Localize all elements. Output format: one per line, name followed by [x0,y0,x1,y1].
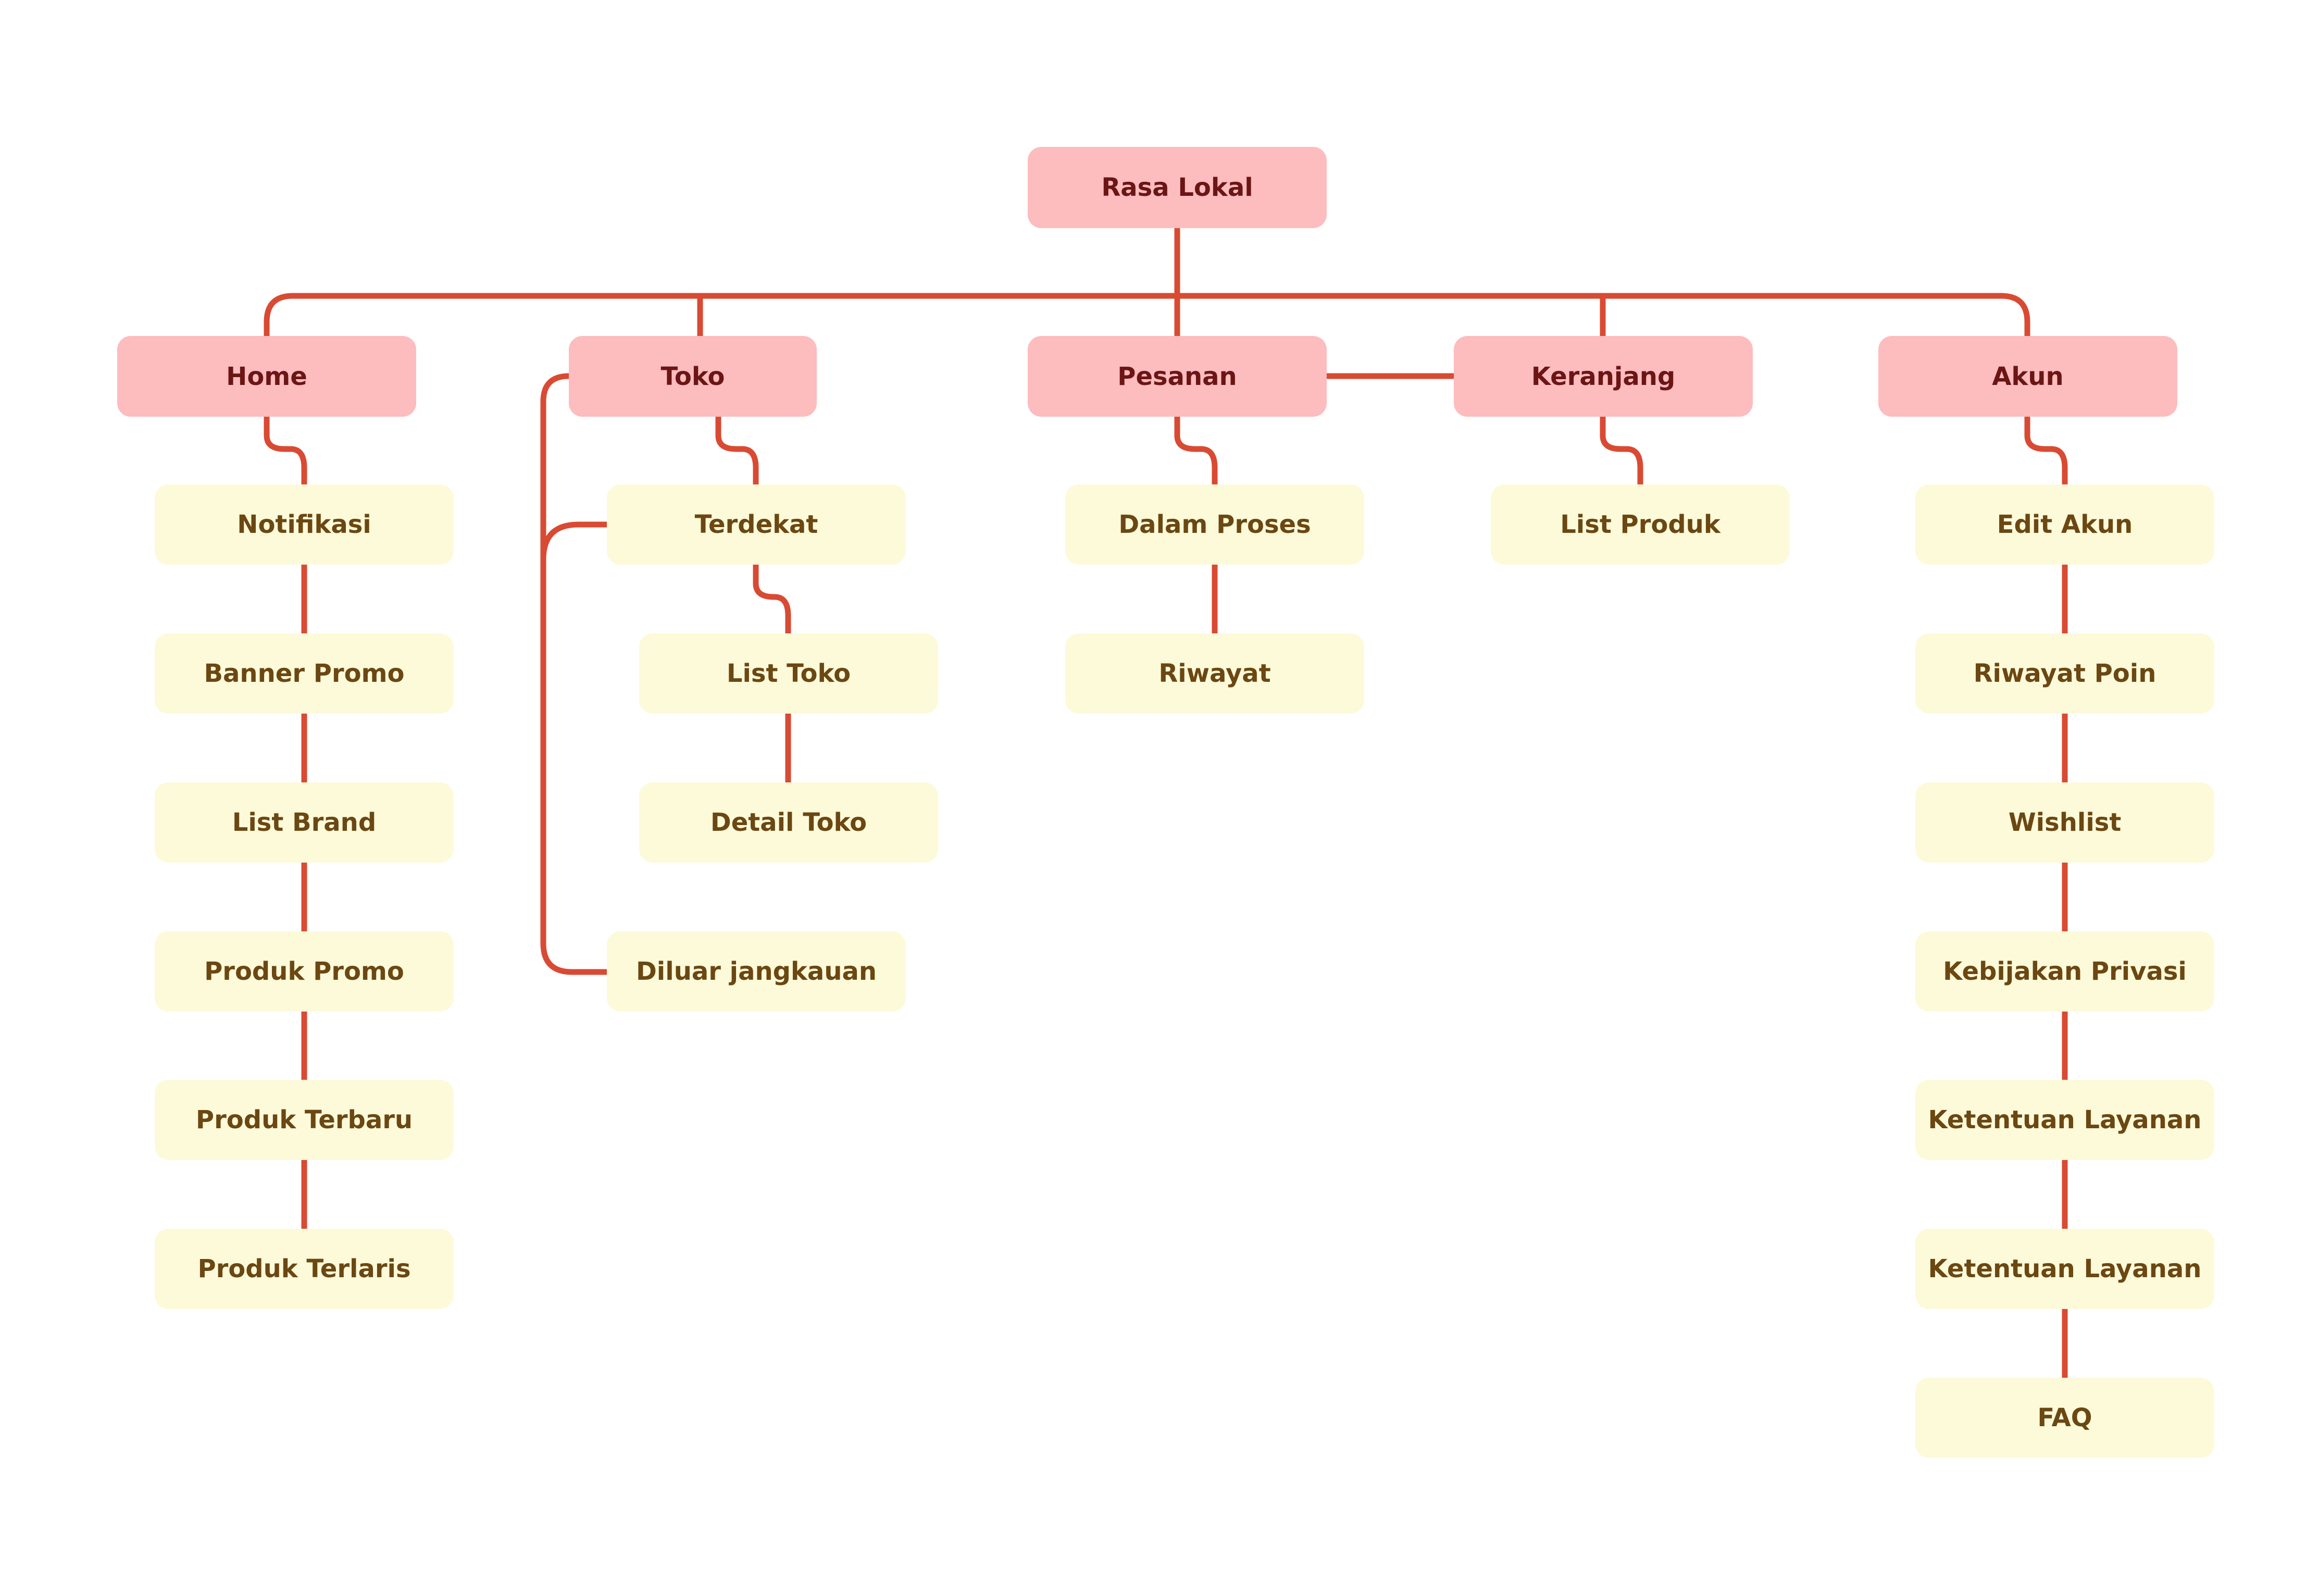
root-node: Rasa Lokal [1028,147,1327,228]
connector-toko-terdekat [715,414,759,488]
section-keranjang: Keranjang [1454,336,1753,417]
section-toko: Toko [569,336,817,417]
section-home: Home [117,336,416,417]
page-toko-list-toko: List Toko [639,633,938,714]
page-pesanan-dalam-proses: Dalam Proses [1065,484,1364,565]
page-toko-terdekat: Terdekat [607,484,906,565]
section-pesanan: Pesanan [1028,336,1327,417]
page-toko-detail-toko: Detail Toko [639,782,938,863]
connector-home-notifikasi [264,414,307,488]
connector-akun-editakun [2024,414,2068,488]
page-akun-faq: FAQ [1915,1378,2214,1458]
section-akun: Akun [1878,336,2177,417]
page-toko-diluar-jangkauan: Diluar jangkauan [607,931,906,1012]
page-akun-wishlist: Wishlist [1915,782,2214,863]
page-keranjang-list-produk: List Produk [1491,484,1790,565]
page-home-produk-promo: Produk Promo [155,931,454,1012]
page-home-list-brand: List Brand [155,782,454,863]
connector-spine-terdekat [540,521,610,563]
page-home-produk-terlaris: Produk Terlaris [155,1229,454,1309]
connector-pesanan-dalamproses [1174,414,1218,488]
page-home-notifikasi: Notifikasi [155,484,454,565]
connector-keranjang-listproduk [1600,414,1643,488]
page-akun-riwayat-poin: Riwayat Poin [1915,633,2214,714]
page-akun-edit-akun: Edit Akun [1915,484,2214,565]
page-akun-ketentuan-layanan-2: Ketentuan Layanan [1915,1229,2214,1309]
page-home-produk-terbaru: Produk Terbaru [155,1080,454,1160]
connector-terdekat-listtoko [753,562,791,637]
connector-bus [264,293,2030,339]
connector-toko-spine [540,373,610,975]
page-home-banner-promo: Banner Promo [155,633,454,714]
page-akun-ketentuan-layanan: Ketentuan Layanan [1915,1080,2214,1160]
page-pesanan-riwayat: Riwayat [1065,633,1364,714]
page-akun-kebijakan-privasi: Kebijakan Privasi [1915,931,2214,1012]
